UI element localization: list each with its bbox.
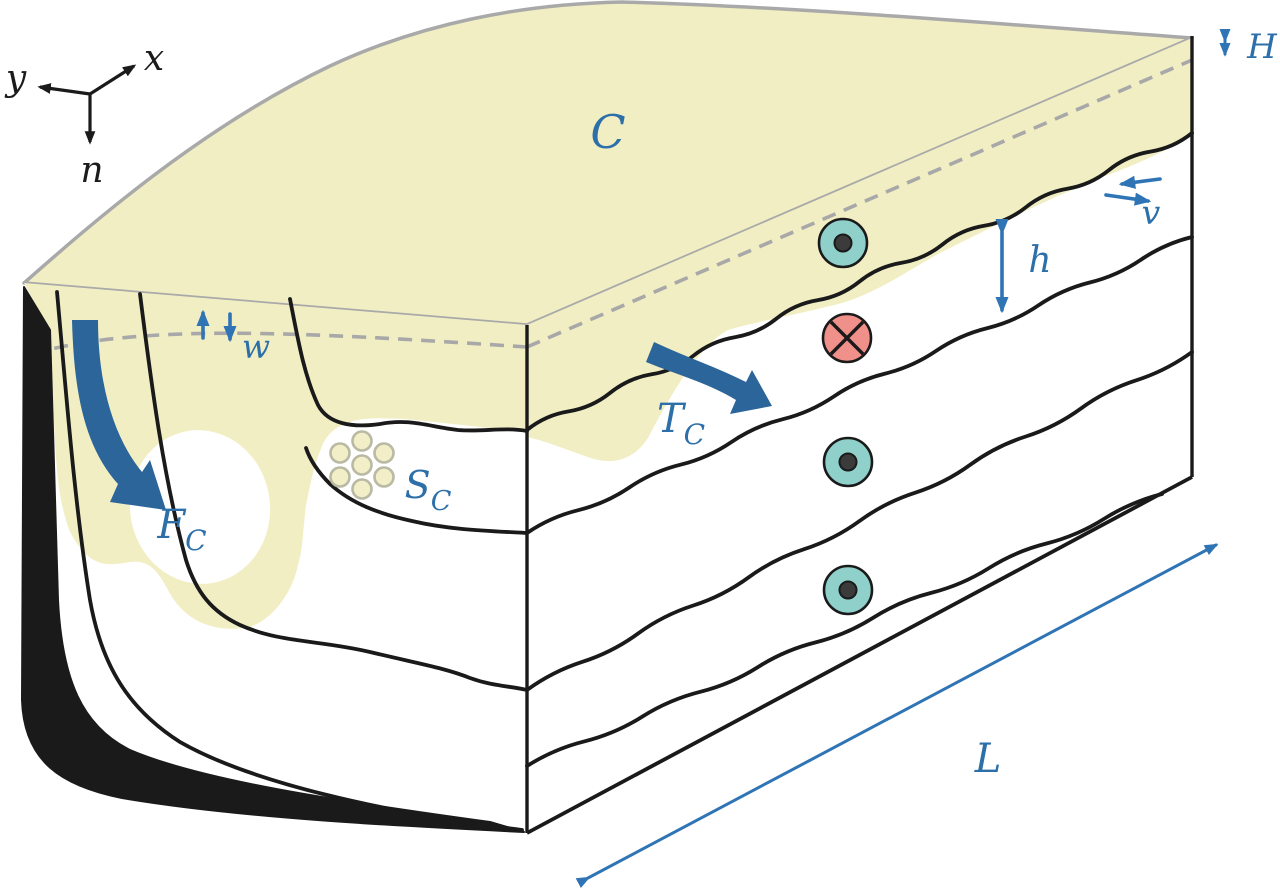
transport-label: TC <box>657 396 705 451</box>
axis-n-label: n <box>80 150 103 191</box>
flux-label: FC <box>156 502 206 557</box>
thin-arrows <box>196 28 1231 889</box>
surface-depth-label: H <box>1246 27 1278 67</box>
velocity-arrow-left <box>1118 175 1162 189</box>
concentration-label: C <box>590 105 625 159</box>
flow-out-of-page-icon <box>817 217 869 269</box>
vertical-velocity-label: w <box>242 327 270 366</box>
x-axis <box>89 64 137 96</box>
isopycnal-line <box>525 235 1194 535</box>
velocity-arrow-right <box>1104 192 1152 206</box>
downwelling-flux-arrow <box>72 320 166 510</box>
length-scale-label: L <box>974 736 1002 782</box>
isopycnal-lines-left <box>55 290 529 832</box>
tracer-source-cluster <box>329 430 395 500</box>
transport-arrow <box>646 342 772 414</box>
isopycnal-line <box>525 492 1164 768</box>
isopycnal-line <box>525 131 1194 432</box>
velocity-label: v <box>1142 193 1161 232</box>
top-face <box>22 0 1194 327</box>
length-scale-arrow <box>575 543 1219 889</box>
front-bottom-edge <box>526 475 1193 835</box>
labels: x y n C H v h w L TC FC SC <box>4 27 1278 782</box>
axis-y-label: y <box>4 58 27 99</box>
axis-x-label: x <box>144 38 164 79</box>
flow-out-of-page-icon <box>822 436 874 488</box>
slope-wedge <box>21 286 525 833</box>
y-axis <box>37 83 91 96</box>
source-label: SC <box>405 463 452 517</box>
flow-into-page-icon <box>821 312 873 364</box>
interface-depth-label: h <box>1028 240 1051 281</box>
thick-arrows <box>72 320 772 510</box>
flow-out-of-page-icon <box>822 564 874 616</box>
coordinate-axes <box>37 64 137 145</box>
